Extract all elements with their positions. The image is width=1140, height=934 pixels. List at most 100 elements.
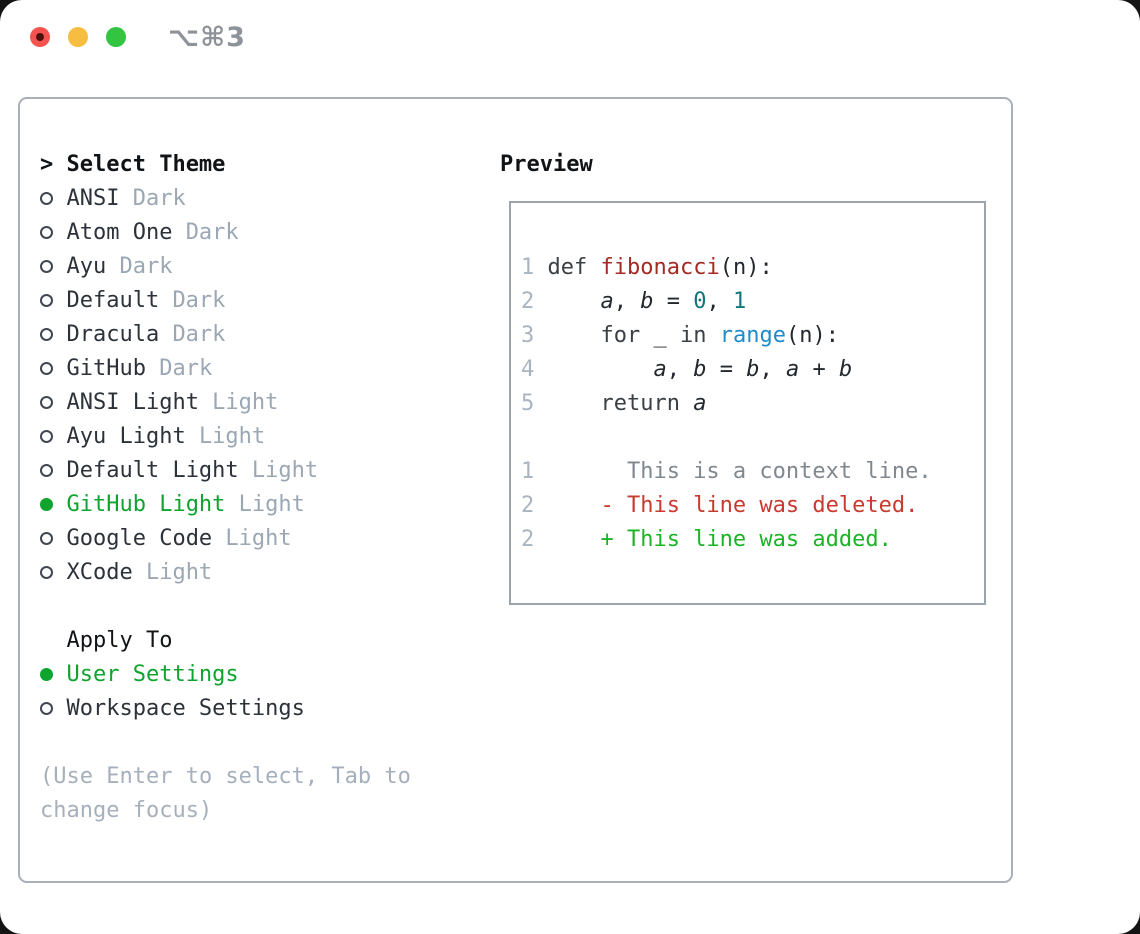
theme-variant-tag: Light (238, 492, 305, 517)
theme-option-label: XCode (66, 560, 133, 585)
theme-list-title: Select Theme (66, 152, 226, 177)
theme-variant-tag: Dark (159, 356, 213, 381)
theme-option-github-light[interactable]: GitHub Light Light (40, 488, 480, 522)
code-token: 0 (693, 289, 707, 314)
code-line: 4 a, b = b, a + b (521, 353, 932, 387)
close-button-dot (36, 33, 44, 41)
theme-option-ansi[interactable]: ANSI Dark (40, 182, 480, 216)
theme-option-xcode[interactable]: XCode Light (40, 556, 480, 590)
apply-option-label: User Settings (66, 662, 239, 687)
code-line: 1 def fibonacci(n): (521, 251, 932, 285)
code-token (706, 323, 719, 348)
theme-option-label: Ayu (66, 254, 107, 279)
theme-variant-tag: Dark (172, 322, 226, 347)
theme-option-atom-one[interactable]: Atom One Dark (40, 216, 480, 250)
code-token: + (799, 357, 839, 382)
apply-option-user-settings[interactable]: User Settings (40, 658, 480, 692)
radio-icon (40, 430, 53, 443)
code-token: + This line was added. (534, 527, 892, 552)
theme-option-ayu[interactable]: Ayu Dark (40, 250, 480, 284)
code-token (680, 391, 693, 416)
code-token: _ (640, 323, 680, 348)
spacer (40, 594, 53, 619)
radio-icon (40, 294, 53, 307)
keyboard-hint: (Use Enter to select, Tab to (40, 764, 411, 789)
theme-list-header: > Select Theme (40, 148, 480, 182)
code-token: def (547, 255, 588, 280)
radio-icon (40, 328, 53, 341)
theme-option-label: GitHub (66, 356, 146, 381)
theme-option-label: Atom One (66, 220, 173, 245)
theme-variant-tag: Light (251, 458, 319, 483)
radio-icon (40, 192, 53, 205)
code-token (587, 255, 600, 280)
maximize-button[interactable] (106, 27, 126, 47)
code-token: a (693, 391, 707, 416)
theme-variant-tag: Dark (185, 220, 239, 245)
theme-option-label: ANSI (66, 186, 120, 211)
code-token: (n): (719, 255, 773, 280)
radio-icon (40, 260, 53, 273)
code-line: 2 a, b = 0, 1 (521, 285, 932, 319)
code-token: a (785, 357, 800, 382)
apply-option-label: Workspace Settings (66, 696, 305, 721)
code-line: 2 + This line was added. (521, 523, 932, 557)
line-number: 1 (521, 459, 535, 484)
code-token: fibonacci (600, 255, 720, 280)
theme-option-google-code[interactable]: Google Code Light (40, 522, 480, 556)
line-number: 2 (521, 289, 535, 314)
code-token: This is a context line. (534, 459, 932, 484)
code-token: - This line was deleted. (534, 493, 919, 518)
theme-option-label: Ayu Light (66, 424, 186, 449)
titlebar: ⌥⌘3 (0, 0, 1140, 75)
spacer-row (40, 726, 480, 760)
minimize-button[interactable] (68, 27, 88, 47)
code-token: range (719, 323, 786, 348)
apply-to-header: Apply To (40, 624, 480, 658)
radio-icon (40, 362, 53, 375)
theme-variant-tag: Dark (119, 254, 173, 279)
close-button[interactable] (30, 27, 50, 47)
theme-option-default-light[interactable]: Default Light Light (40, 454, 480, 488)
apply-option-workspace-settings[interactable]: Workspace Settings (40, 692, 480, 726)
code-token (534, 289, 600, 314)
theme-option-ansi-light[interactable]: ANSI Light Light (40, 386, 480, 420)
code-token: 1 (732, 289, 747, 314)
window-title: ⌥⌘3 (168, 22, 246, 53)
code-line: 3 for _ in range(n): (521, 319, 932, 353)
code-token (534, 391, 600, 416)
radio-icon (40, 702, 53, 715)
theme-variant-tag: Light (145, 560, 213, 585)
theme-variant-tag: Dark (132, 186, 186, 211)
line-number: 5 (521, 391, 535, 416)
code-token (534, 323, 600, 348)
theme-option-github[interactable]: GitHub Dark (40, 352, 480, 386)
code-token: , (666, 357, 694, 382)
radio-icon (40, 532, 53, 545)
code-token: , (706, 289, 733, 314)
code-token: , (759, 357, 786, 382)
theme-option-label: Default Light (66, 458, 239, 483)
radio-icon (40, 396, 53, 409)
theme-variant-tag: Light (225, 526, 292, 551)
preview-heading: Preview (500, 152, 593, 177)
code-token: in (679, 323, 707, 348)
theme-option-label: GitHub Light (66, 492, 226, 517)
theme-variant-tag: Light (212, 390, 279, 415)
code-line: 5 return a (521, 387, 932, 421)
focus-arrow-icon: > (40, 152, 54, 177)
code-token: , (613, 289, 641, 314)
radio-icon (40, 464, 53, 477)
line-number: 2 (521, 493, 535, 518)
theme-option-label: Default (66, 288, 160, 313)
theme-option-label: ANSI Light (66, 390, 199, 415)
theme-option-label: Google Code (66, 526, 213, 551)
